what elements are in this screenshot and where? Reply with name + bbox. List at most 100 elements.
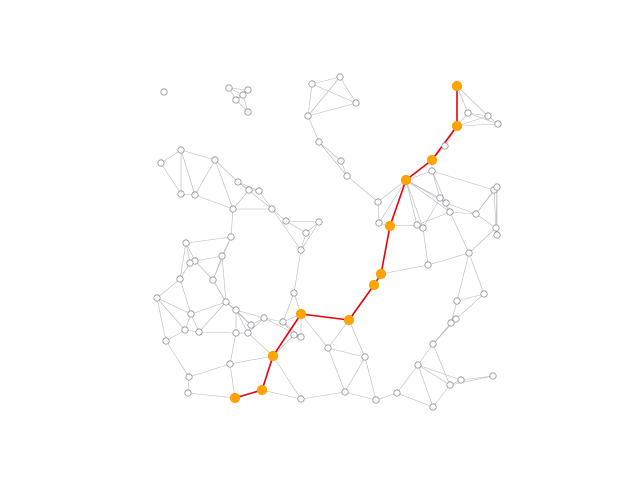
graph-node — [372, 396, 380, 404]
graph-node — [187, 310, 195, 318]
graph-node — [209, 276, 217, 284]
graph-edge — [187, 392, 236, 399]
graph-node — [244, 329, 252, 337]
graph-node — [260, 314, 268, 322]
graph-node — [352, 99, 360, 107]
graph-edge — [417, 364, 451, 386]
graph-edge — [156, 297, 192, 315]
graph-node — [457, 376, 465, 384]
graph-node — [343, 172, 351, 180]
graph-edge — [344, 391, 377, 401]
graph-node — [302, 229, 310, 237]
graph-edge — [214, 159, 234, 210]
graph-edge — [247, 332, 274, 357]
graph-edge — [229, 363, 236, 399]
graph-edge — [180, 149, 216, 161]
graph-node — [181, 326, 189, 334]
path-node — [229, 392, 241, 404]
graph-node — [234, 178, 242, 186]
graph-node — [374, 198, 382, 206]
graph-node — [239, 91, 247, 99]
graph-edge — [380, 264, 429, 275]
path-node — [451, 120, 463, 132]
graph-edge — [160, 149, 182, 164]
path-node — [256, 384, 268, 396]
graph-edge — [396, 392, 434, 408]
graph-edge — [285, 220, 320, 223]
graph-edge — [261, 389, 302, 400]
graph-edge — [318, 141, 342, 162]
graph-edge — [232, 189, 250, 210]
graph-edge — [456, 293, 485, 302]
graph-node — [157, 159, 165, 167]
graph-node — [446, 381, 454, 389]
graph-node — [361, 353, 369, 361]
path-edge — [300, 313, 350, 321]
graph-node — [229, 205, 237, 213]
graph-edge — [348, 319, 366, 358]
graph-edge — [221, 255, 227, 303]
graph-node — [162, 337, 170, 345]
graph-edge — [311, 83, 357, 104]
graph-edge — [493, 189, 497, 229]
graph-edge — [165, 329, 186, 342]
graph-node — [375, 219, 383, 227]
graph-edge — [165, 340, 190, 378]
graph-node — [185, 373, 193, 381]
graph-node — [493, 183, 501, 191]
graph-edge — [431, 170, 447, 204]
graph-node — [247, 321, 255, 329]
graph-edge — [327, 319, 350, 349]
graph-edge — [179, 278, 192, 315]
graph-node — [232, 329, 240, 337]
graph-node — [414, 361, 422, 369]
path-edge — [389, 179, 407, 227]
graph-edge — [214, 159, 239, 183]
graph-node — [413, 221, 421, 229]
graph-edge — [300, 391, 346, 400]
graph-node — [255, 187, 263, 195]
path-edge — [272, 313, 302, 357]
graph-edge — [190, 301, 227, 315]
path-node — [426, 154, 438, 166]
graph-node — [244, 86, 252, 94]
graph-edge — [156, 297, 186, 331]
graph-node — [304, 112, 312, 120]
graph-edge — [427, 252, 470, 266]
graph-edge — [235, 309, 249, 334]
path-edge — [348, 284, 375, 321]
graph-node — [232, 96, 240, 104]
graph-node — [211, 156, 219, 164]
graph-node — [489, 372, 497, 380]
graph-node — [492, 224, 500, 232]
graph-edge — [282, 321, 302, 338]
graph-edge — [156, 297, 167, 342]
graph-edge — [422, 227, 429, 266]
graph-edge — [396, 364, 419, 394]
graph-node — [184, 389, 192, 397]
graph-edge — [475, 213, 497, 229]
graph-node — [442, 199, 450, 207]
graph-edge — [346, 175, 379, 203]
graph-node — [279, 318, 287, 326]
path-node — [400, 174, 412, 186]
graph-node — [484, 112, 492, 120]
graph-edge — [449, 375, 494, 386]
graph-node — [472, 210, 480, 218]
graph-edge — [417, 343, 434, 366]
graph-node — [465, 249, 473, 257]
graph-edge — [188, 363, 231, 378]
graph-edge — [194, 194, 234, 210]
graph-edge — [229, 332, 237, 365]
graph-node — [315, 138, 323, 146]
graph-node — [191, 191, 199, 199]
graph-node — [245, 186, 253, 194]
graph-edge — [282, 292, 295, 323]
graph-node — [297, 333, 305, 341]
graph-node — [464, 109, 472, 117]
graph-edge — [456, 115, 489, 127]
graph-edge — [405, 179, 418, 226]
graph-node — [218, 252, 226, 260]
graph-edge — [258, 190, 273, 210]
graph-edge — [460, 375, 494, 381]
